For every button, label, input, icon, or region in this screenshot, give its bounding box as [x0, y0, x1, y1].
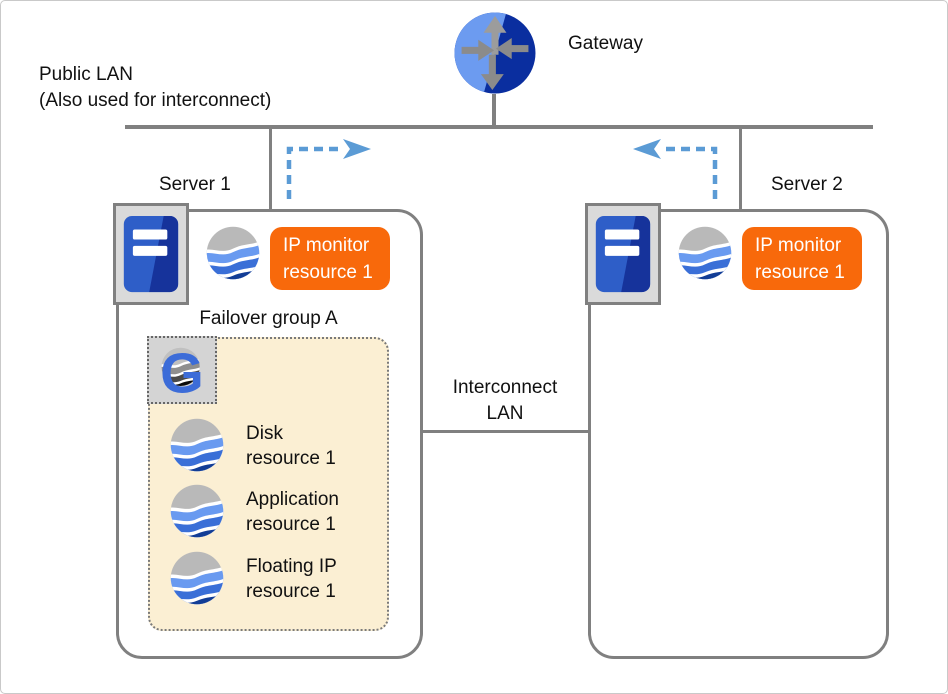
server2-label: Server 2	[771, 174, 843, 195]
interconnect-lan-label-line1: Interconnect	[452, 377, 558, 398]
floating-ip-resource-icon	[169, 550, 225, 606]
public-lan-label-line1: Public LAN	[39, 64, 133, 85]
failover-group-cluster-icon	[147, 336, 217, 404]
badge-line2: resource 1	[755, 261, 845, 283]
server-tower-icon	[122, 213, 180, 295]
server2-monitor-resource-icon	[677, 225, 733, 281]
server-tower-icon	[594, 213, 652, 295]
public-lan-label-line2: (Also used for interconnect)	[39, 90, 272, 111]
server1-uplink-line	[269, 129, 272, 209]
badge-line1: IP monitor	[283, 234, 370, 256]
resource-label-line2: resource 1	[246, 514, 336, 535]
interconnect-lan-label-line2: LAN	[486, 403, 524, 424]
public-lan-label: Public LAN (Also used for interconnect)	[39, 62, 271, 114]
badge-line1: IP monitor	[755, 234, 842, 256]
server2-uplink-line	[739, 129, 742, 209]
application-resource-icon	[169, 483, 225, 539]
gateway-label: Gateway	[568, 33, 643, 54]
resource-label-line1: Disk	[246, 423, 283, 444]
floating-ip-resource-label: Floating IP resource 1	[246, 554, 337, 604]
server1-ip-monitor-badge: IP monitor resource 1	[270, 227, 390, 290]
server1-monitor-resource-icon	[205, 225, 261, 281]
interconnect-lan-line	[423, 430, 588, 433]
resource-label-line2: resource 1	[246, 581, 336, 602]
gateway-drop-line	[492, 94, 496, 127]
server1-computer-icon	[113, 203, 189, 305]
failover-group-title: Failover group A	[199, 308, 338, 329]
interconnect-lan-label: Interconnect LAN	[435, 375, 575, 427]
server1-label: Server 1	[159, 174, 231, 195]
gateway-router-icon	[451, 9, 539, 97]
badge-line2: resource 1	[283, 261, 373, 283]
server2-ip-monitor-badge: IP monitor resource 1	[742, 227, 862, 290]
monitor-arrow-server2	[633, 139, 718, 199]
cluster-g-icon	[152, 341, 212, 399]
public-lan-line	[125, 125, 873, 129]
monitor-arrow-server1	[286, 139, 371, 199]
disk-resource-label: Disk resource 1	[246, 421, 336, 471]
server2-computer-icon	[585, 203, 661, 305]
disk-resource-icon	[169, 417, 225, 473]
resource-label-line1: Application	[246, 489, 339, 510]
resource-label-line2: resource 1	[246, 448, 336, 469]
resource-label-line1: Floating IP	[246, 556, 337, 577]
application-resource-label: Application resource 1	[246, 487, 339, 537]
